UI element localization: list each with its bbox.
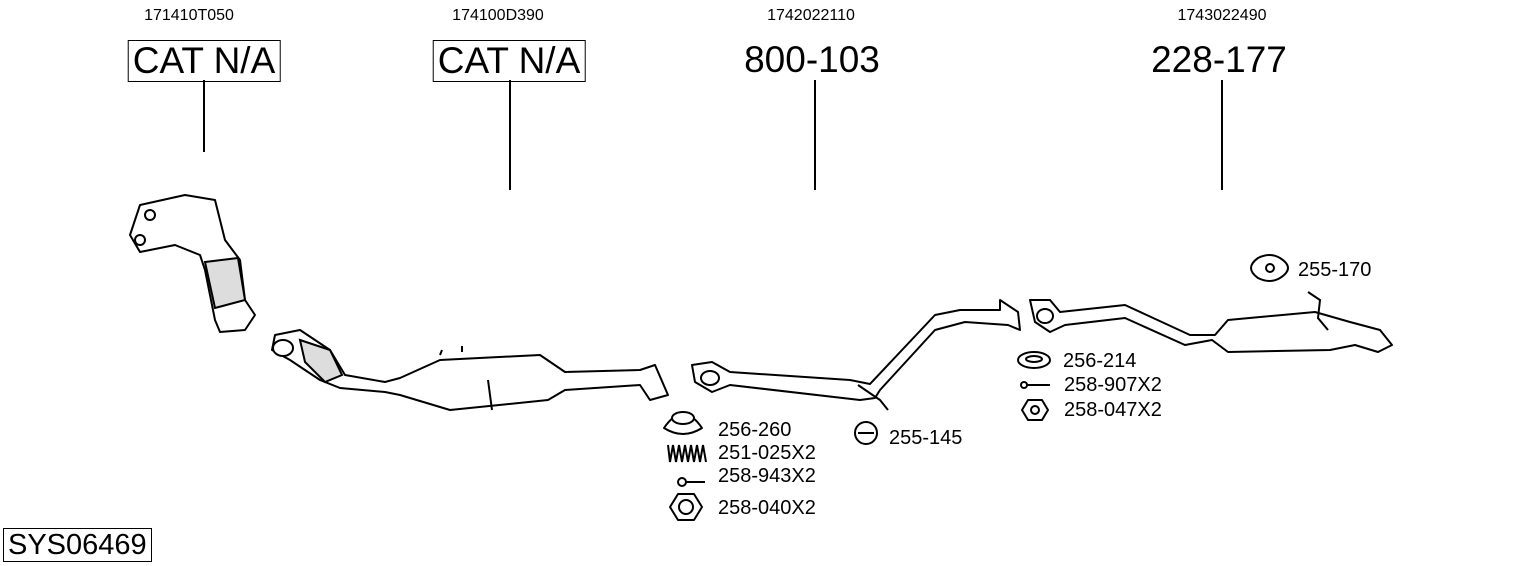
hex-nut-icon — [669, 493, 703, 521]
accessory-label[interactable]: 258-943X2 — [718, 465, 816, 487]
flange-nut-icon — [1021, 399, 1049, 421]
rubber-hanger-icon — [854, 421, 878, 445]
oe-number: 171410T050 — [144, 7, 234, 24]
accessory-label[interactable]: 251-025X2 — [718, 442, 816, 464]
oe-number: 174100D390 — [452, 7, 544, 24]
accessory-label[interactable]: 258-040X2 — [718, 497, 816, 519]
oe-number: 1742022110 — [767, 7, 855, 24]
part-number[interactable]: 228-177 — [1151, 39, 1287, 80]
rear-silencer — [1029, 291, 1393, 353]
rear-hanger-icon — [1250, 254, 1289, 282]
part-number[interactable]: CAT N/A — [432, 40, 586, 82]
leader-lines — [203, 80, 1223, 190]
diagram-id: SYS06469 — [3, 528, 152, 562]
accessory-icons — [663, 254, 1289, 521]
accessory-label[interactable]: 258-047X2 — [1064, 399, 1162, 421]
part-number[interactable]: 800-103 — [744, 39, 880, 80]
accessory-label[interactable]: 258-907X2 — [1064, 374, 1162, 396]
gasket-ring-icon — [663, 411, 703, 435]
spring-icon — [667, 444, 707, 463]
middle-pipe — [691, 299, 1021, 411]
front-catalyst-pipe — [271, 329, 669, 411]
bolt-icon — [677, 477, 705, 487]
part-number[interactable]: CAT N/A — [127, 40, 281, 82]
flange-gasket-icon — [1017, 351, 1051, 369]
exhaust-manifold-catalyst — [129, 194, 256, 333]
accessory-label[interactable]: 256-214 — [1063, 350, 1137, 372]
accessory-label[interactable]: 256-260 — [718, 419, 792, 441]
accessory-label[interactable]: 255-145 — [889, 427, 963, 449]
accessory-label[interactable]: 255-170 — [1298, 259, 1372, 281]
oe-number: 1743022490 — [1177, 7, 1267, 24]
long-bolt-icon — [1020, 381, 1050, 389]
